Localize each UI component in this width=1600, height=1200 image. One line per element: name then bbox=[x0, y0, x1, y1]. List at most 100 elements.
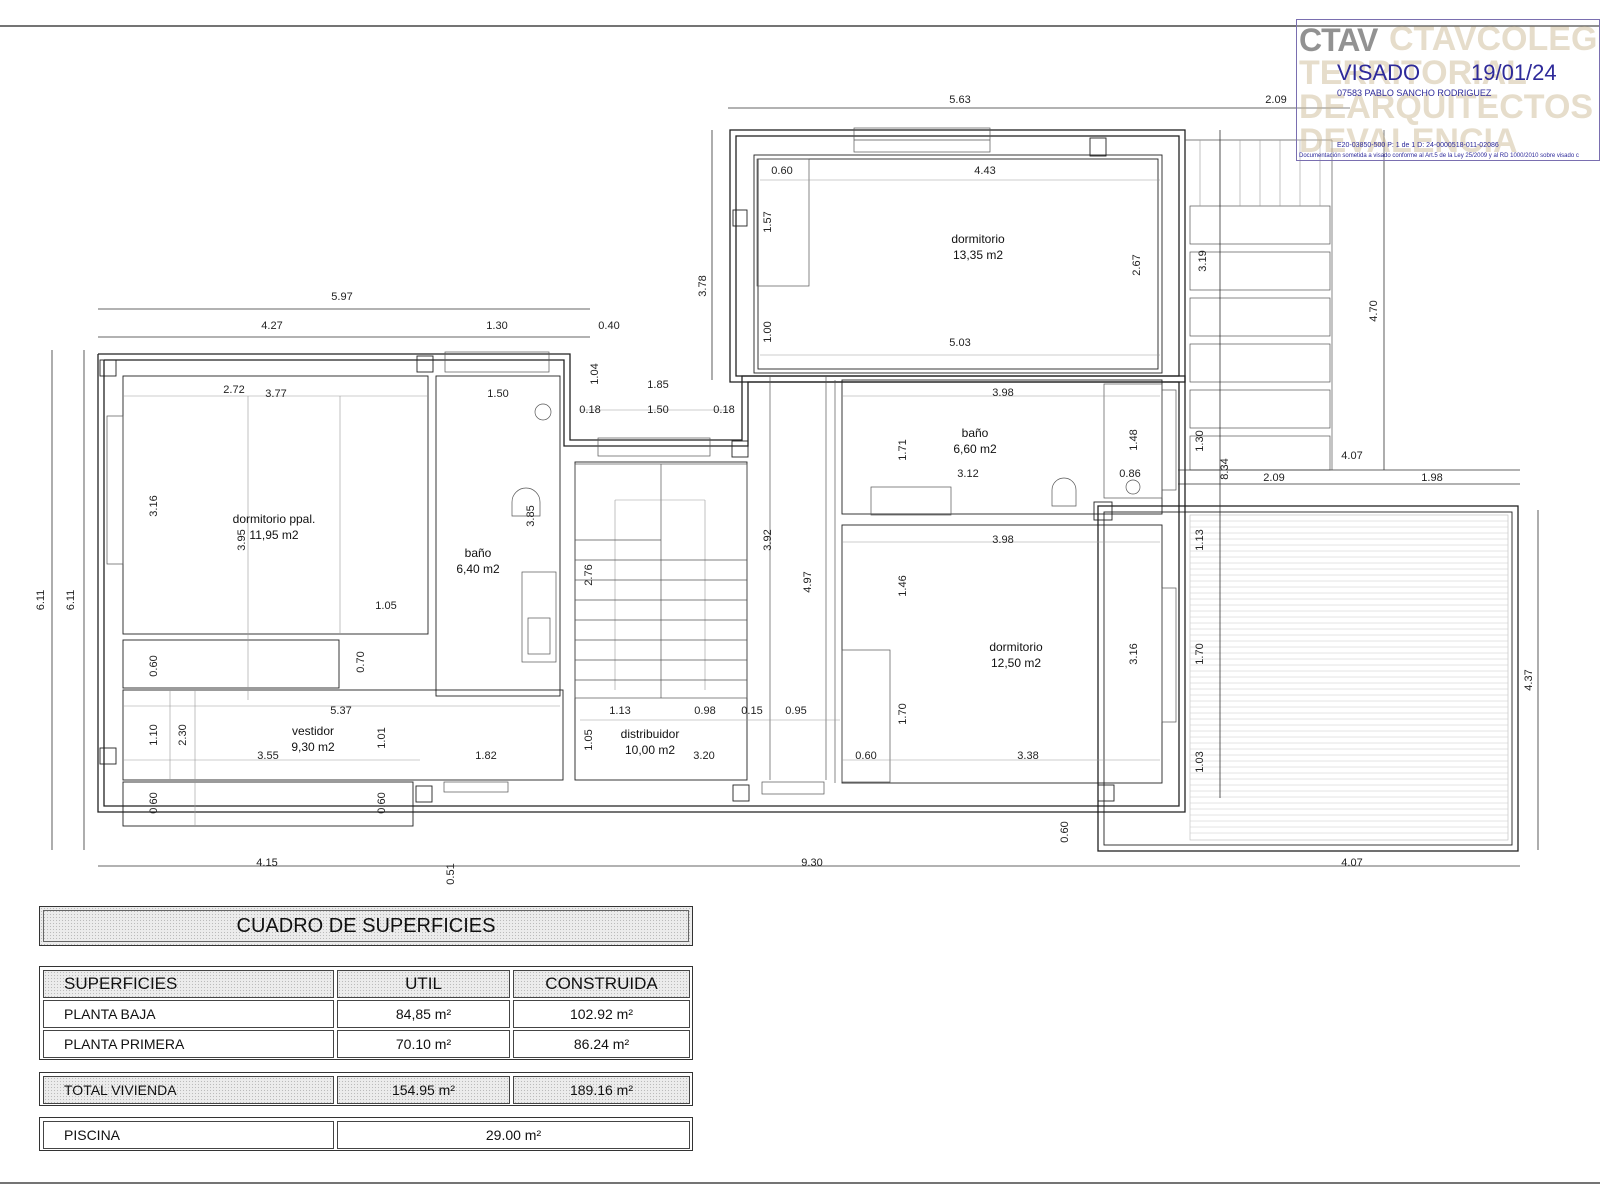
dim-label: 6.11 bbox=[65, 590, 77, 611]
dim-label: 3.16 bbox=[1128, 643, 1140, 664]
stair bbox=[574, 463, 748, 699]
dim-label: 1.85 bbox=[647, 379, 668, 391]
table-cell: 86.24 m² bbox=[513, 1030, 690, 1058]
dim-label: 4.07 bbox=[1341, 857, 1362, 869]
dim-label: 1.10 bbox=[148, 724, 160, 745]
stamp-watermark: CTAVCOLEGIO bbox=[1389, 20, 1599, 58]
dim-label: 4.37 bbox=[1523, 669, 1535, 690]
room-area: 6,60 m2 bbox=[953, 442, 997, 456]
room-area: 12,50 m2 bbox=[991, 656, 1041, 670]
room-name: dormitorio bbox=[951, 232, 1005, 246]
dim-label: 0.18 bbox=[579, 404, 600, 416]
room-name: distribuidor bbox=[621, 727, 680, 741]
dimension-lines bbox=[51, 107, 1539, 867]
room-name: dormitorio bbox=[989, 640, 1043, 654]
dim-label: 2.30 bbox=[177, 724, 189, 745]
dim-label: 1.50 bbox=[487, 388, 508, 400]
dim-label: 0.51 bbox=[445, 863, 457, 884]
dim-label: 0.70 bbox=[355, 651, 367, 672]
table-header: SUPERFICIES bbox=[43, 970, 334, 998]
table-title-box: CUADRO DE SUPERFICIES bbox=[39, 906, 693, 946]
table-cell: 84,85 m² bbox=[337, 1000, 510, 1028]
dim-label: 0.15 bbox=[741, 705, 762, 717]
dim-label: 1.01 bbox=[376, 727, 388, 748]
dim-label: 0.95 bbox=[785, 705, 806, 717]
room-name: dormitorio ppal. bbox=[233, 512, 316, 526]
table-cell: 102.92 m² bbox=[513, 1000, 690, 1028]
dim-label: 1.00 bbox=[762, 321, 774, 342]
dim-label: 1.13 bbox=[1194, 529, 1206, 550]
dim-label: 4.15 bbox=[256, 857, 277, 869]
room-area: 13,35 m2 bbox=[953, 248, 1003, 262]
dim-label: 3.38 bbox=[1017, 750, 1038, 762]
pool bbox=[1097, 505, 1519, 852]
dim-label: 3.12 bbox=[957, 468, 978, 480]
dimension-texts: 5.63 2.09 0.60 4.43 1.57 3.78 2.67 3.19 … bbox=[35, 94, 1535, 885]
pool-label: PISCINA bbox=[43, 1121, 334, 1149]
room-area: 11,95 m2 bbox=[249, 528, 298, 542]
dim-label: 1.70 bbox=[1194, 643, 1206, 664]
table-cell: PLANTA PRIMERA bbox=[43, 1030, 334, 1058]
dim-label: 3.78 bbox=[697, 275, 709, 296]
dim-label: 1.30 bbox=[1194, 430, 1206, 451]
dim-label: 4.97 bbox=[802, 571, 814, 592]
surfaces-table: SUPERFICIES UTIL CONSTRUIDA PLANTA BAJA … bbox=[39, 966, 693, 1060]
dim-label: 0.98 bbox=[694, 705, 715, 717]
visado-stamp: CTAVCOLEGIO TERRITORIAL DEARQUITECTOS DE… bbox=[1296, 19, 1600, 161]
dim-label: 0.60 bbox=[771, 165, 792, 177]
total-row: TOTAL VIVIENDA 154.95 m² 189.16 m² bbox=[39, 1072, 693, 1106]
room-area: 6,40 m2 bbox=[456, 562, 500, 576]
dim-label: 3.85 bbox=[525, 505, 537, 526]
dim-label: 5.03 bbox=[949, 337, 970, 349]
total-construida: 189.16 m² bbox=[513, 1076, 690, 1104]
pool-area: 29.00 m² bbox=[337, 1121, 690, 1149]
dim-label: 1.98 bbox=[1421, 472, 1442, 484]
dim-label: 1.03 bbox=[1194, 751, 1206, 772]
dim-label: 1.05 bbox=[583, 729, 595, 750]
table-title: CUADRO DE SUPERFICIES bbox=[43, 910, 689, 942]
dim-label: 4.27 bbox=[261, 320, 282, 332]
main-walls bbox=[97, 351, 1186, 827]
dim-label: 1.71 bbox=[897, 439, 909, 460]
dim-label: 1.48 bbox=[1128, 429, 1140, 450]
dim-label: 3.98 bbox=[992, 387, 1013, 399]
dim-label: 0.18 bbox=[713, 404, 734, 416]
total-util: 154.95 m² bbox=[337, 1076, 510, 1104]
dim-label: 0.60 bbox=[148, 655, 160, 676]
room-name: vestidor bbox=[292, 724, 334, 738]
dim-label: 3.16 bbox=[148, 495, 160, 516]
dim-label: 8.34 bbox=[1219, 458, 1231, 479]
stamp-legal: Documentación sometida a visado conforme… bbox=[1299, 153, 1579, 159]
dim-label: 3.19 bbox=[1197, 250, 1209, 271]
dim-label: 1.30 bbox=[486, 320, 507, 332]
dim-label: 5.97 bbox=[331, 291, 352, 303]
dim-label: 6.11 bbox=[35, 590, 47, 611]
room-area: 10,00 m2 bbox=[625, 743, 675, 757]
stamp-codes: E20-03850-500 P: 1 de 1 D: 24-0000518-01… bbox=[1337, 142, 1499, 149]
room-name: baño bbox=[962, 426, 989, 440]
pergola bbox=[1185, 139, 1333, 471]
stamp-ctav-logo: CTAV bbox=[1299, 22, 1378, 58]
dim-label: 1.46 bbox=[897, 575, 909, 596]
room-labels: dormitorio 13,35 m2 dormitorio ppal. 11,… bbox=[233, 232, 1043, 757]
dim-label: 3.77 bbox=[265, 388, 286, 400]
stamp-watermark: DEARQUITECTOS bbox=[1299, 88, 1594, 126]
dim-label: 3.55 bbox=[257, 750, 278, 762]
dim-label: 0.60 bbox=[376, 792, 388, 813]
stamp-visado: VISADO bbox=[1337, 60, 1421, 85]
dim-label: 5.37 bbox=[330, 705, 351, 717]
dim-label: 3.98 bbox=[992, 534, 1013, 546]
stamp-watermark: TERRITORIAL bbox=[1299, 54, 1527, 92]
dim-label: 1.70 bbox=[897, 703, 909, 724]
pool-row: PISCINA 29.00 m² bbox=[39, 1117, 693, 1151]
stamp-watermark: DEVALENCIA bbox=[1299, 122, 1518, 160]
dim-label: 4.70 bbox=[1368, 300, 1380, 321]
table-header: UTIL bbox=[337, 970, 510, 998]
dim-label: 1.57 bbox=[762, 211, 774, 232]
dim-label: 2.09 bbox=[1263, 472, 1284, 484]
dim-label: 0.60 bbox=[1059, 821, 1071, 842]
dim-label: 5.63 bbox=[949, 94, 970, 106]
room-name: baño bbox=[465, 546, 492, 560]
dim-label: 2.72 bbox=[223, 384, 244, 396]
